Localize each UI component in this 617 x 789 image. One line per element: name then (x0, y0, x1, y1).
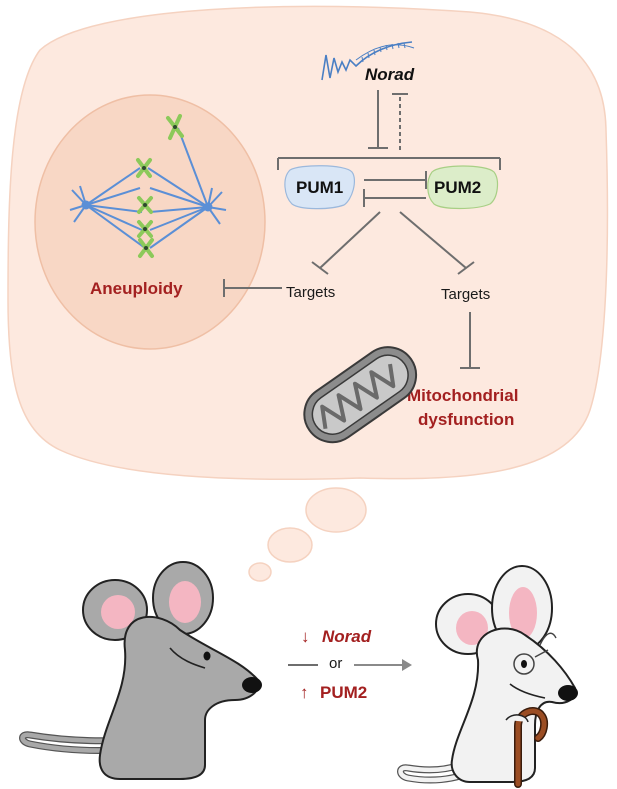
norad-pum-inhibition (368, 90, 408, 150)
glasses-icon (513, 653, 535, 675)
rna-strand-icon (321, 41, 415, 81)
targets-mito-inhibition (460, 312, 480, 369)
mito-label-line1: Mitochondrial (407, 386, 518, 405)
cane-icon (505, 707, 549, 788)
mitochondrion-icon (303, 346, 418, 444)
condition-arrow-group: ↓ Norad or ↑ PUM2 (288, 627, 412, 702)
mito-label-line2: dysfunction (418, 410, 514, 429)
pum2-node: PUM2 (427, 165, 499, 210)
pum2-up-arrow-symbol: ↑ (300, 683, 309, 702)
pum1-node: PUM1 (284, 165, 356, 210)
pum-mutual-inhibition (363, 171, 427, 207)
targets-aneuploidy-inhibition (223, 279, 282, 297)
pum2-up-label: PUM2 (320, 683, 367, 702)
spindle-icon (69, 114, 227, 258)
targets-right-label: Targets (441, 286, 490, 303)
norad-down-label: Norad (322, 627, 372, 646)
aneuploidy-label: Aneuploidy (90, 279, 183, 298)
norad-label: Norad (365, 65, 415, 84)
right-arrow-icon (402, 659, 412, 671)
pum1-label: PUM1 (296, 178, 343, 197)
pum-complex-bracket (277, 157, 501, 170)
norad-down-arrow-symbol: ↓ (301, 627, 310, 646)
or-label: or (329, 655, 342, 672)
young-mouse-icon (19, 561, 262, 780)
pum-target-branches (311, 211, 475, 275)
pum2-label: PUM2 (434, 178, 481, 197)
old-mouse-icon (397, 565, 578, 784)
targets-left-label: Targets (286, 284, 335, 301)
